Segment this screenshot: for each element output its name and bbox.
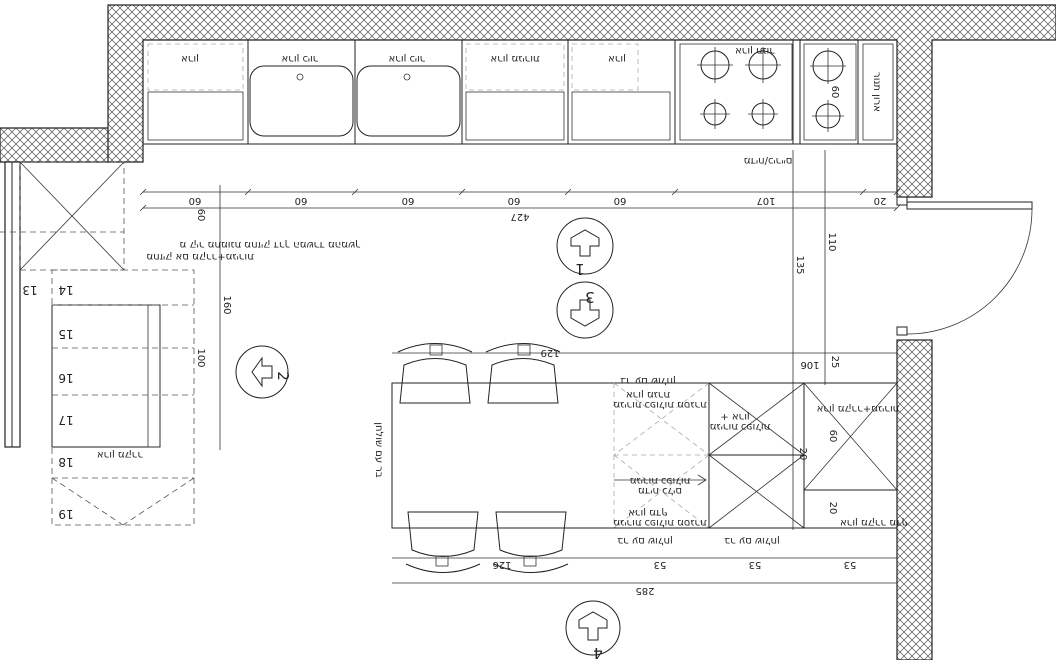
dim-seg-1: 60 (189, 195, 202, 206)
label-island-mid2: מדיח כלים (638, 485, 682, 496)
stool-bottom-2 (493, 511, 569, 573)
label-island-mid1: מגירות כפולות (630, 475, 691, 486)
dim-total-top: 427 (510, 211, 529, 222)
label-island-cab-a: ארון מגרת (626, 389, 670, 400)
dim-53b: 53 (749, 559, 762, 570)
num-19: 19 (58, 507, 73, 521)
label-bar-side: בר עם שולחן (373, 422, 384, 478)
view-marker-2: 2 (235, 345, 292, 399)
island-dimensions: 129 106 25 60 20 20 126 53 53 53 285 (392, 347, 897, 596)
label-bar-bottom-left: בר עם שולחן (617, 535, 673, 546)
dim-60-island: 60 (827, 430, 838, 443)
dim-53c: 53 (844, 559, 857, 570)
num-13: 13 (22, 283, 37, 297)
plan-note: מ קיר מתמונת מחזיק דרך המשרד מהמשך מחזיק… (146, 239, 360, 262)
stool-top-2 (485, 343, 561, 404)
note-line-2: מחזיק אם מקרר+מגירות (146, 251, 253, 262)
dim-285: 285 (635, 585, 654, 596)
view-marker-4-label: 4 (593, 644, 603, 660)
label-sink1: ארון כיור (282, 53, 319, 64)
dim-110: 110 (826, 232, 837, 251)
dim-left-60: 60 (195, 209, 206, 222)
label-right-col-top: ארון מקרר+מגירות (817, 403, 900, 414)
dim-seg-5: 60 (614, 195, 627, 206)
label-cab1: ארון (181, 53, 199, 64)
dim-seg-6: 107 (756, 195, 775, 206)
label-cab5: ארון (608, 53, 626, 64)
label-drawers: ארון מגירות (490, 53, 539, 64)
view-markers: 1 3 2 4 (235, 217, 621, 660)
num-14: 14 (58, 283, 73, 297)
kitchen-island (391, 382, 898, 529)
label-island-cab-b2: מגירות כפולות (710, 421, 771, 432)
view-marker-3-label: 3 (585, 288, 595, 306)
dim-seg-2: 60 (295, 195, 308, 206)
cooktop-burners (697, 47, 846, 132)
stool-top-1 (397, 343, 473, 404)
dim-135: 135 (794, 255, 805, 274)
dim-seg-7: 20 (874, 195, 887, 206)
top-counter-labels: ארון ארון כיור ארון כיור ארון מגירות ארו… (181, 45, 882, 166)
label-right-col-bottom: ארון מקרר מדף (840, 517, 908, 528)
entry-door (896, 196, 1033, 336)
label-bar-top: בר עם שולחן (620, 375, 676, 386)
label-island-cab-b: ארון + (720, 411, 749, 422)
view-marker-3: 3 (556, 281, 614, 339)
dim-20a: 20 (797, 448, 808, 461)
dim-25: 25 (829, 356, 840, 369)
label-oven: ארון תנור (735, 45, 775, 56)
label-island-cab-a2: מגירות כפולות מסגרת (613, 399, 706, 410)
left-storage-units: 13 14 15 16 17 18 19 ארון מקרר (0, 161, 195, 526)
view-marker-1-label: 1 (575, 260, 585, 278)
dim-seg-3: 60 (402, 195, 415, 206)
label-bar-bottom-right: בר עם שולחן (724, 535, 780, 546)
dim-top-counter-60: 60 (829, 86, 840, 99)
view-marker-2-label: 2 (274, 371, 292, 381)
dim-seg-4: 60 (508, 195, 521, 206)
num-16: 16 (58, 371, 73, 385)
note-line-1: מ קיר מתמונת מחזיק דרך המשרד מהמשך (180, 239, 361, 250)
stool-bottom-1 (405, 511, 481, 573)
num-18: 18 (58, 455, 73, 469)
vertical-dimensions: 60 160 100 135 110 (195, 150, 837, 530)
bar-stools (397, 343, 569, 573)
island-labels: בר עם שולחן ארון מגרת מגירות כפולות מסגר… (373, 375, 908, 546)
view-marker-1: 1 (556, 217, 614, 278)
num-17: 17 (58, 413, 73, 427)
dim-129: 129 (540, 347, 559, 358)
label-island-bottom-cab: ארון מדף (628, 507, 668, 518)
dim-126: 126 (492, 559, 511, 570)
top-dimensions: 60 60 60 60 60 107 20 427 (139, 188, 901, 222)
top-counter-run (142, 39, 898, 145)
dim-106: 106 (800, 359, 819, 370)
walls (0, 4, 1056, 660)
dim-53a: 53 (654, 559, 667, 570)
label-oven-side: ארון תנור (871, 72, 882, 112)
view-marker-4: 4 (565, 600, 621, 660)
dim-20b: 20 (827, 502, 838, 515)
dim-160: 160 (221, 295, 232, 314)
label-island-bottom-cab2: מגירות כפולות מסגרת (613, 517, 706, 528)
label-cooktop-below: מדיח/כיריים (744, 155, 793, 166)
num-15: 15 (58, 327, 73, 341)
label-sink2: ארון כיור (389, 53, 426, 64)
dim-100: 100 (195, 348, 206, 367)
label-cabinet-left: ארון מקרר (97, 449, 143, 460)
